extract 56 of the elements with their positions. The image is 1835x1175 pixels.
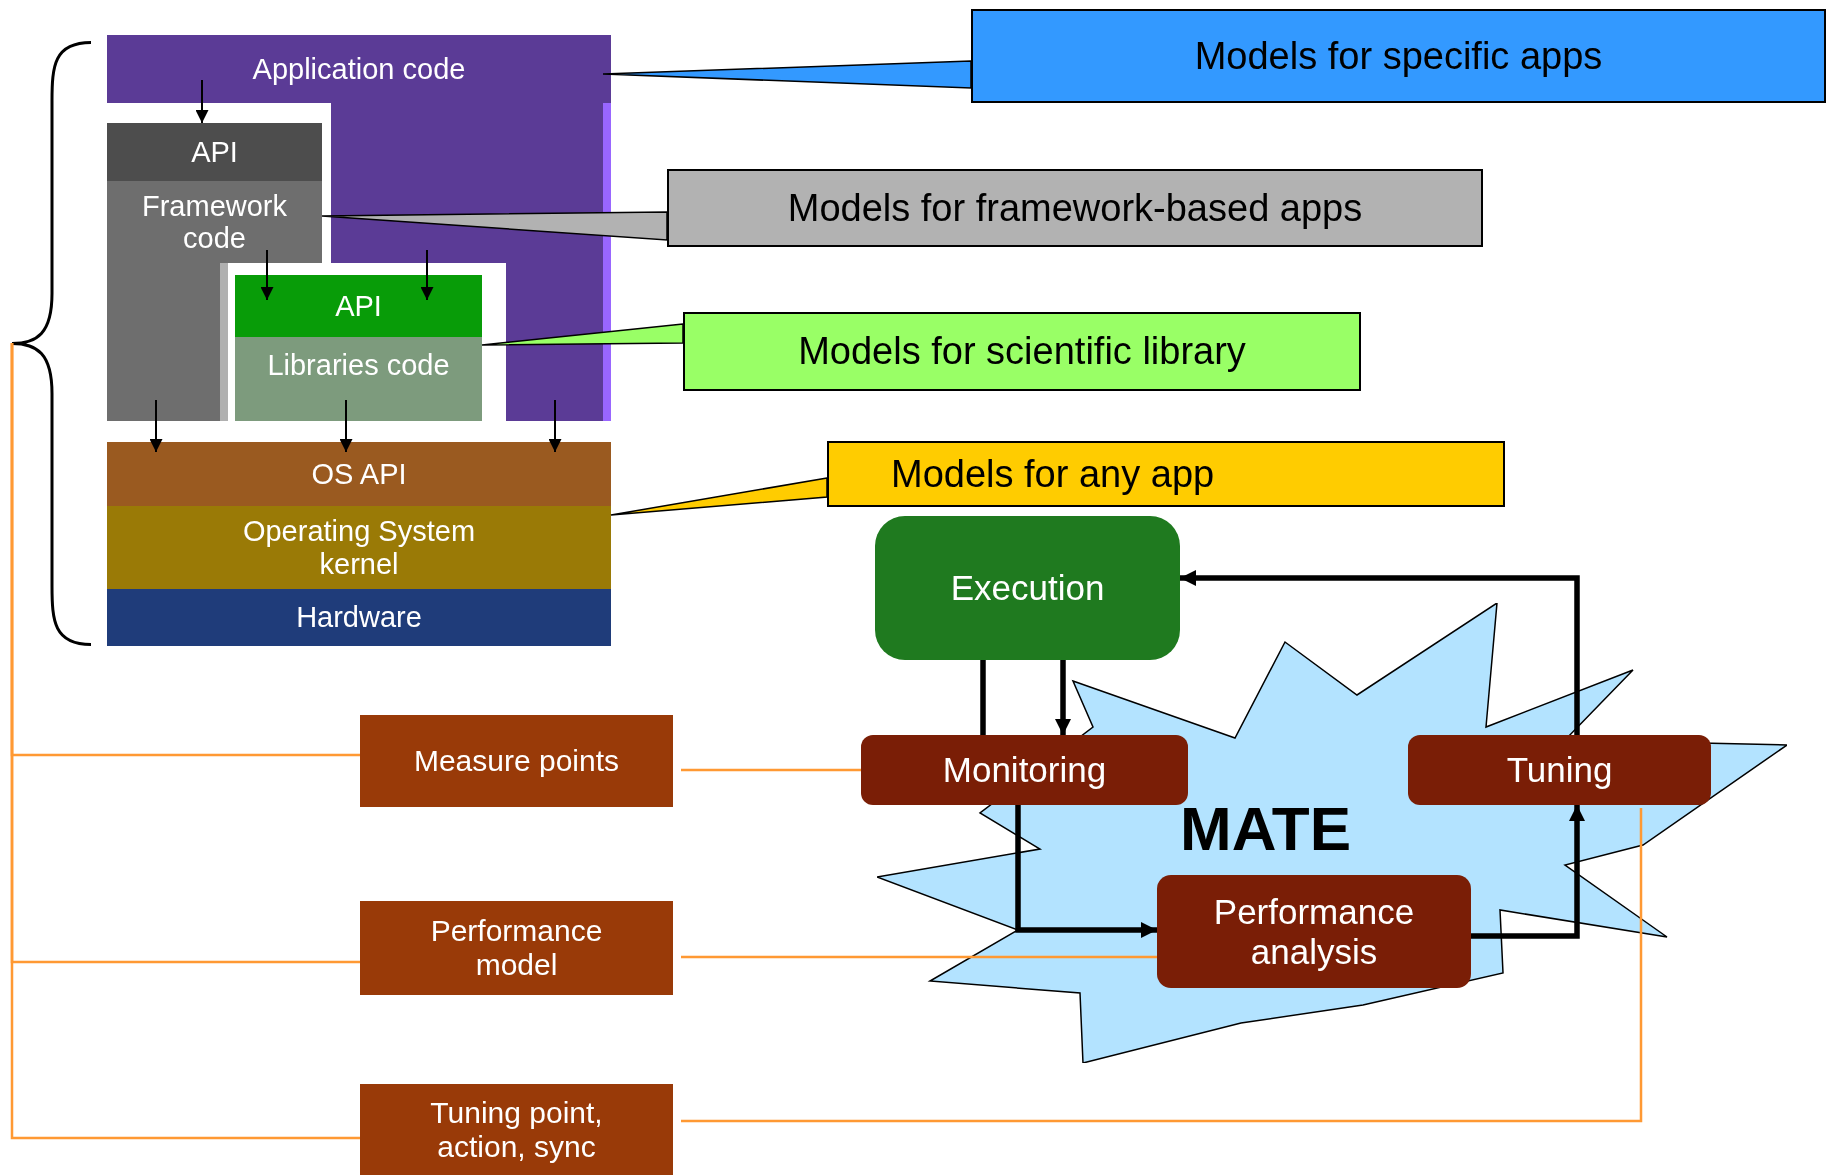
arrow: [1471, 805, 1585, 939]
callout-pointer: [610, 477, 828, 516]
layer-block: [107, 442, 611, 506]
arrow: [195, 79, 209, 124]
process-box: [875, 516, 1180, 660]
node-label: Measure points: [413, 744, 620, 778]
process-box: [1157, 875, 1471, 988]
connector-line: [681, 768, 861, 772]
process-box: [1408, 735, 1711, 805]
node-label: API: [335, 289, 382, 323]
node-label: Models for scientific library: [798, 330, 1246, 373]
node-label: Execution: [950, 568, 1105, 608]
arrow: [1055, 660, 1071, 735]
arrow: [149, 399, 163, 453]
arrow: [548, 399, 562, 453]
process-box: [360, 1084, 673, 1175]
process-box: [360, 901, 673, 995]
node-label: Models for specific apps: [1194, 34, 1603, 78]
diagram-label: MATE: [1180, 793, 1352, 864]
connector-line: [681, 808, 1643, 1123]
node-label: Monitoring: [942, 750, 1107, 790]
callout-pointer: [602, 60, 972, 89]
connector-line: [980, 660, 986, 735]
arrow: [260, 249, 274, 301]
arrow: [339, 399, 353, 453]
node-label: Libraries code: [267, 349, 450, 382]
callout-box: [683, 312, 1361, 391]
node-label: Tuning point, action, sync: [429, 1095, 604, 1164]
arrow: [420, 249, 434, 301]
node-label: Performance analysis: [1212, 892, 1416, 971]
node-label: Tuning: [1506, 750, 1613, 790]
node-label: Hardware: [296, 601, 422, 634]
layer-block: [235, 275, 482, 337]
layer-block: [107, 506, 611, 589]
layer-block: [235, 337, 482, 421]
callout-box: [667, 169, 1483, 247]
callout-pointer: [321, 211, 668, 241]
callout-pointer: [481, 323, 684, 346]
node-label: Performance model: [429, 914, 604, 982]
node-label: Framework code: [141, 189, 288, 255]
node-label: API: [191, 135, 238, 169]
layer-block: [107, 35, 611, 103]
callout-box: [827, 441, 1505, 507]
process-box: [861, 735, 1188, 805]
node-label: Models for framework-based apps: [787, 186, 1363, 230]
connector-line: [10, 343, 360, 1140]
layer-block: [107, 123, 322, 181]
node-label: OS API: [311, 457, 407, 491]
node-label: Operating System kernel: [241, 515, 477, 580]
layer-block: [107, 589, 611, 646]
callout-box: [971, 9, 1826, 103]
node-label: Application code: [252, 52, 466, 86]
arrow: [1180, 570, 1580, 735]
node-label: Models for any app: [891, 452, 1215, 496]
connector-line: [681, 955, 1157, 959]
process-box: [360, 715, 673, 807]
